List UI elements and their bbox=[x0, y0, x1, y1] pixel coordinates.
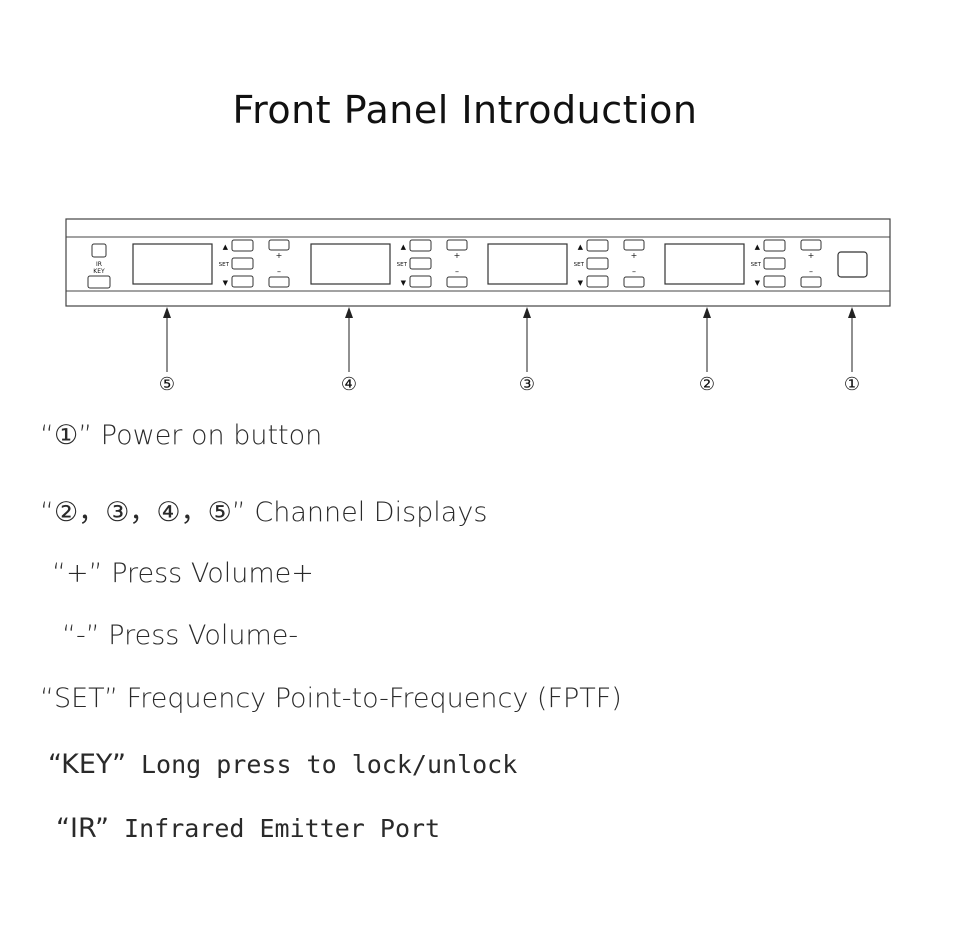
minus-label: – bbox=[809, 267, 813, 276]
callout-number: ④ bbox=[341, 374, 357, 395]
legend-item: “②，③，④，⑤” Channel Displays bbox=[40, 490, 487, 529]
callout-number: ⑤ bbox=[159, 374, 175, 395]
up-arrow-icon: ▲ bbox=[578, 243, 584, 251]
legend-item: “①” Power on button bbox=[40, 420, 322, 451]
set-label: SET bbox=[574, 262, 585, 268]
down-button bbox=[763, 275, 786, 288]
up-button bbox=[763, 239, 786, 252]
plus-label: + bbox=[808, 251, 815, 260]
key-button bbox=[87, 275, 111, 289]
channel-group: ▲ SET ▼ + – bbox=[664, 239, 822, 288]
plus-label: + bbox=[276, 251, 283, 260]
minus-label: – bbox=[277, 267, 281, 276]
legend-item: “KEY” Long press to lock/unlock bbox=[48, 749, 517, 780]
legend-key: “①” bbox=[40, 420, 93, 451]
plus-label: + bbox=[454, 251, 461, 260]
callout: ① bbox=[844, 307, 860, 395]
callout: ② bbox=[699, 307, 715, 395]
up-button bbox=[231, 239, 254, 252]
page-title: Front Panel Introduction bbox=[232, 88, 698, 132]
up-button bbox=[586, 239, 609, 252]
minus-label: – bbox=[455, 267, 459, 276]
down-arrow-icon: ▼ bbox=[401, 279, 407, 287]
channel-display bbox=[487, 243, 568, 285]
channel-group: ▲ SET ▼ + – bbox=[310, 239, 468, 288]
set-button bbox=[409, 257, 432, 270]
arrow-up-icon bbox=[345, 307, 353, 318]
set-button bbox=[586, 257, 609, 270]
callout-number: ① bbox=[844, 374, 860, 395]
volume-down-button bbox=[268, 276, 290, 288]
down-button bbox=[231, 275, 254, 288]
key-label: KEY bbox=[93, 268, 105, 275]
down-arrow-icon: ▼ bbox=[223, 279, 229, 287]
set-label: SET bbox=[397, 262, 408, 268]
panel-outline bbox=[65, 218, 891, 307]
ir-label: IR bbox=[96, 261, 102, 268]
down-button bbox=[586, 275, 609, 288]
channel-group: ▲ SET ▼ + – bbox=[487, 239, 645, 288]
channel-display bbox=[132, 243, 213, 285]
up-arrow-icon: ▲ bbox=[401, 243, 407, 251]
legend-description: Channel Displays bbox=[245, 497, 488, 528]
callout: ⑤ bbox=[159, 307, 175, 395]
channel-group: ▲ SET ▼ + – bbox=[132, 239, 290, 288]
legend-description: Power on button bbox=[92, 420, 323, 451]
legend-description: Press Volume- bbox=[99, 620, 299, 651]
down-arrow-icon: ▼ bbox=[578, 279, 584, 287]
plus-label: + bbox=[631, 251, 638, 260]
legend-item: “SET” Frequency Point-to-Frequency (FPTF… bbox=[40, 683, 622, 714]
power-button bbox=[837, 251, 868, 278]
legend-key: “KEY” bbox=[48, 749, 126, 780]
legend-key: “IR” bbox=[56, 813, 109, 844]
channel-display bbox=[310, 243, 391, 285]
legend-key: “+” bbox=[52, 558, 103, 589]
set-label: SET bbox=[751, 262, 762, 268]
legend-key: “SET” bbox=[40, 683, 119, 714]
arrow-up-icon bbox=[848, 307, 856, 318]
callout-number: ③ bbox=[519, 374, 535, 395]
legend-description: Press Volume+ bbox=[102, 558, 314, 589]
volume-down-button bbox=[446, 276, 468, 288]
legend-description: Long press to lock/unlock bbox=[125, 750, 518, 779]
minus-label: – bbox=[632, 267, 636, 276]
volume-up-button bbox=[623, 239, 645, 251]
callout: ③ bbox=[519, 307, 535, 395]
arrow-up-icon bbox=[163, 307, 171, 318]
volume-up-button bbox=[446, 239, 468, 251]
legend-item: “IR” Infrared Emitter Port bbox=[56, 813, 440, 844]
arrow-up-icon bbox=[703, 307, 711, 318]
legend-item: “+” Press Volume+ bbox=[52, 558, 314, 589]
volume-up-button bbox=[268, 239, 290, 251]
ir-port bbox=[91, 243, 107, 258]
up-arrow-icon: ▲ bbox=[223, 243, 229, 251]
arrow-up-icon bbox=[523, 307, 531, 318]
legend-key: “-” bbox=[62, 620, 100, 651]
down-arrow-icon: ▼ bbox=[755, 279, 761, 287]
set-label: SET bbox=[219, 262, 230, 268]
set-button bbox=[763, 257, 786, 270]
legend-item: “-” Press Volume- bbox=[62, 620, 298, 651]
legend-key: “②，③，④，⑤” bbox=[40, 497, 246, 528]
down-button bbox=[409, 275, 432, 288]
channel-display bbox=[664, 243, 745, 285]
volume-up-button bbox=[800, 239, 822, 251]
callout-number: ② bbox=[699, 374, 715, 395]
set-button bbox=[231, 257, 254, 270]
volume-down-button bbox=[800, 276, 822, 288]
callout: ④ bbox=[341, 307, 357, 395]
up-arrow-icon: ▲ bbox=[755, 243, 761, 251]
volume-down-button bbox=[623, 276, 645, 288]
legend-description: Infrared Emitter Port bbox=[108, 814, 441, 843]
legend-description: Frequency Point-to-Frequency (FPTF) bbox=[118, 683, 622, 714]
up-button bbox=[409, 239, 432, 252]
